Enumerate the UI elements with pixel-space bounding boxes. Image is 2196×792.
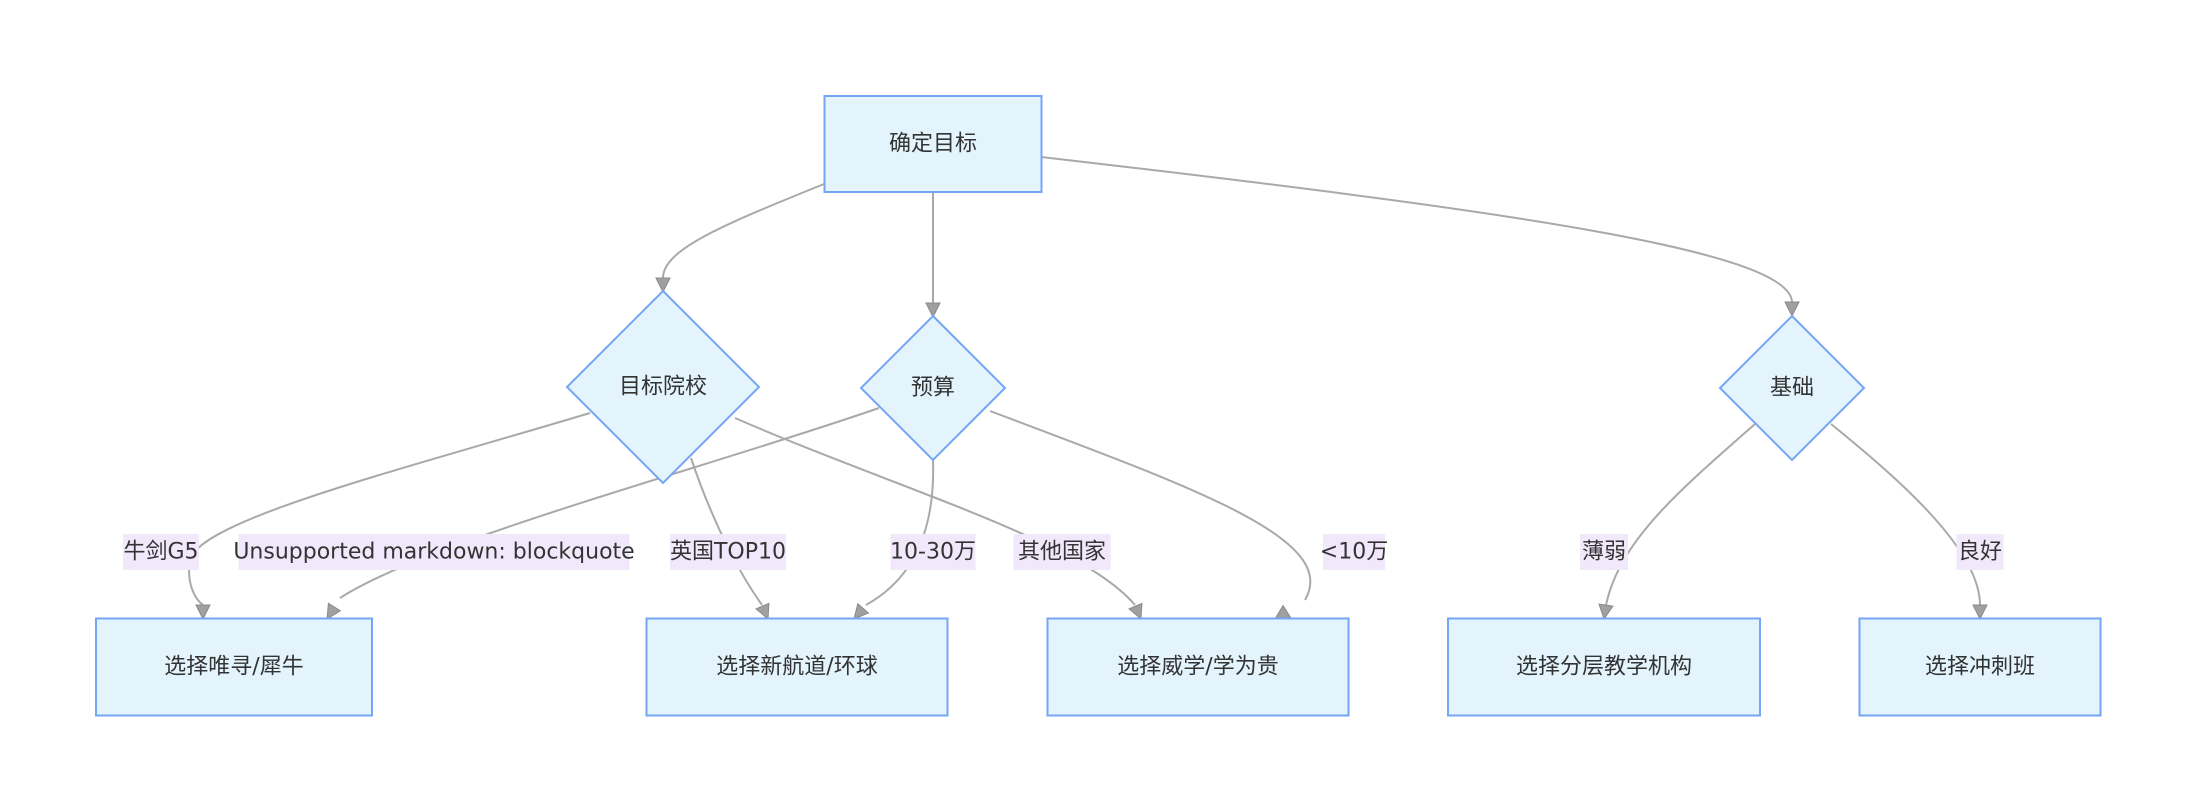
arrowhead-icon bbox=[1972, 604, 1988, 621]
arrowhead-icon bbox=[925, 302, 941, 319]
edge-label: 牛剑G5 bbox=[123, 534, 199, 570]
edge-budget-to-weixun bbox=[326, 407, 880, 620]
node-wx[interactable]: 选择威学/学为贵 bbox=[1046, 617, 1350, 717]
edge-line bbox=[989, 410, 1312, 601]
node-label: 基础 bbox=[1770, 376, 1814, 401]
edge-label-text: 薄弱 bbox=[1582, 540, 1626, 565]
node-label: 预算 bbox=[911, 376, 955, 401]
edge-label-background bbox=[1013, 534, 1111, 570]
edge-label-background bbox=[238, 534, 630, 570]
node-layer[interactable]: 选择分层教学机构 bbox=[1447, 617, 1761, 717]
edge-goal-to-budget bbox=[925, 192, 941, 319]
edge-goal-to-school bbox=[655, 183, 825, 294]
edge-label: Unsupported markdown: blockquote bbox=[233, 534, 635, 570]
process-box bbox=[1046, 617, 1350, 717]
edge-label-background bbox=[1956, 534, 2004, 570]
process-box bbox=[95, 617, 373, 717]
edge-label-text: 其他国家 bbox=[1018, 540, 1106, 565]
node-label: 选择冲刺班 bbox=[1925, 655, 2035, 680]
edge-label-background bbox=[123, 534, 199, 570]
edge-basis-to-sprint bbox=[1830, 423, 1988, 621]
edge-line bbox=[1605, 423, 1756, 606]
edge-label-background bbox=[670, 534, 786, 570]
decision-diamond bbox=[859, 314, 1007, 462]
edge-school-to-weixun bbox=[188, 412, 591, 621]
node-label: 确定目标 bbox=[889, 132, 977, 157]
decision-diamond bbox=[565, 289, 761, 485]
edge-label: 英国TOP10 bbox=[670, 534, 786, 570]
node-label: 选择威学/学为贵 bbox=[1117, 655, 1278, 680]
edge-line bbox=[188, 412, 591, 606]
node-sprint[interactable]: 选择冲刺班 bbox=[1858, 617, 2102, 717]
edge-label: 其他国家 bbox=[1013, 534, 1111, 570]
edge-line bbox=[662, 183, 825, 279]
arrowhead-icon bbox=[326, 602, 342, 620]
edge-basis-to-layer bbox=[1598, 423, 1756, 621]
edge-label: <10万 bbox=[1320, 534, 1388, 570]
edge-label: 薄弱 bbox=[1580, 534, 1628, 570]
node-goal[interactable]: 确定目标 bbox=[823, 95, 1043, 193]
edge-line bbox=[1040, 156, 1793, 303]
edge-label-text: 良好 bbox=[1958, 540, 2002, 565]
node-label: 选择分层教学机构 bbox=[1516, 655, 1692, 680]
edge-line bbox=[690, 457, 763, 606]
edge-label-background bbox=[1323, 534, 1385, 570]
node-basis[interactable]: 基础 bbox=[1718, 314, 1866, 462]
edge-label-background bbox=[1580, 534, 1628, 570]
process-box bbox=[645, 617, 949, 717]
edge-label-text: 牛剑G5 bbox=[123, 540, 198, 565]
edge-label-text: 10-30万 bbox=[890, 540, 976, 565]
edges-layer bbox=[188, 156, 1988, 621]
node-xhd[interactable]: 选择新航道/环球 bbox=[645, 617, 949, 717]
edge-goal-to-basis bbox=[1040, 156, 1800, 318]
edge-label-text: Unsupported markdown: blockquote bbox=[233, 540, 634, 565]
node-label: 目标院校 bbox=[619, 375, 707, 400]
edge-school-to-xhd bbox=[690, 457, 770, 621]
edge-labels-layer: 牛剑G5 Unsupported markdown: blockquote 英国TO… bbox=[123, 534, 2004, 570]
arrowhead-icon bbox=[1598, 603, 1614, 621]
edge-label-text: 英国TOP10 bbox=[670, 540, 786, 565]
edge-line bbox=[865, 459, 935, 606]
node-budget[interactable]: 预算 bbox=[859, 314, 1007, 462]
edge-line bbox=[1830, 423, 1981, 606]
node-weixun[interactable]: 选择唯寻/犀牛 bbox=[95, 617, 373, 717]
edge-label-text: <10万 bbox=[1320, 540, 1388, 565]
edge-line bbox=[734, 417, 1136, 606]
edge-budget-to-wx bbox=[989, 410, 1312, 620]
edge-school-to-wx bbox=[734, 417, 1143, 621]
node-school[interactable]: 目标院校 bbox=[565, 289, 761, 485]
process-box bbox=[1858, 617, 2102, 717]
edge-label-background bbox=[890, 534, 976, 570]
process-box bbox=[1447, 617, 1761, 717]
edge-label: 10-30万 bbox=[890, 534, 976, 570]
arrowhead-icon bbox=[1274, 604, 1292, 620]
arrowhead-icon bbox=[853, 602, 870, 620]
node-label: 选择唯寻/犀牛 bbox=[164, 655, 303, 680]
arrowhead-icon bbox=[655, 277, 671, 294]
arrowhead-icon bbox=[195, 604, 211, 621]
arrowhead-icon bbox=[1128, 602, 1143, 621]
node-label: 选择新航道/环球 bbox=[716, 655, 877, 680]
arrowhead-icon bbox=[755, 602, 770, 621]
edge-label: 良好 bbox=[1956, 534, 2004, 570]
arrowhead-icon bbox=[1784, 301, 1800, 318]
decision-diamond bbox=[1718, 314, 1866, 462]
edge-line bbox=[339, 407, 880, 599]
process-box bbox=[823, 95, 1043, 193]
